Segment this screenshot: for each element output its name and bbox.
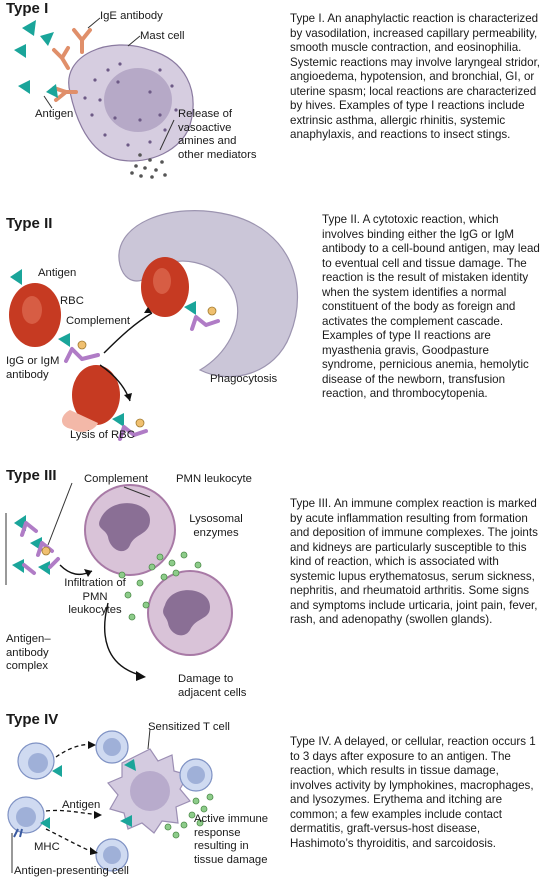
type-2-title: Type II — [6, 215, 53, 232]
type-3-section: Type III — [0, 465, 547, 705]
type-3-title: Type III — [6, 467, 57, 484]
sensitized-t-cell-label: Sensitized T cell — [148, 721, 230, 733]
lysosomal-enzymes-label: Lysosomal enzymes — [189, 513, 243, 539]
mast-cell-label: Mast cell — [140, 30, 185, 42]
complement-label-2: Complement — [66, 315, 131, 327]
type-2-section: Type II — [0, 205, 547, 450]
pmn-leukocyte-label: PMN leukocyte — [176, 473, 252, 485]
mhc-label: MHC — [34, 841, 60, 853]
complement-label-3: Complement — [84, 473, 149, 485]
antigen-icons — [14, 20, 58, 98]
igg-igm-antibody-label: IgG or IgM antibody — [6, 355, 60, 381]
damage-label: Damage to adjacent cells — [178, 673, 247, 699]
lysis-of-rbc-label: Lysis of RBC — [70, 429, 135, 441]
type-1-illustration — [14, 17, 194, 179]
phagocytosis-label: Phagocytosis — [210, 373, 278, 385]
ige-antibody-label: IgE antibody — [100, 10, 163, 22]
antigen-presenting-cell-label: Antigen-presenting cell — [14, 865, 129, 877]
type-3-description: Type III. An immune complex reaction is … — [290, 497, 538, 626]
antigen-label-4: Antigen — [62, 799, 101, 811]
type-2-description: Type II. A cytotoxic reaction, which inv… — [322, 213, 540, 400]
rbc-lysed — [72, 365, 120, 425]
antigen-label-2: Antigen — [38, 267, 77, 279]
type-4-section: Type IV — [0, 705, 547, 881]
antigen-antibody-complex-label: Antigen– antibody complex — [6, 633, 51, 672]
type-3-illustration — [5, 482, 233, 681]
antigen-label-1: Antigen — [35, 108, 74, 120]
type-1-description: Type I. An anaphylactic reaction is char… — [290, 12, 541, 141]
type-2-illustration — [9, 210, 298, 441]
rbc-label: RBC — [60, 295, 84, 307]
active-immune-response-label: Active immune response resulting in tiss… — [194, 813, 269, 866]
release-label: Release of vasoactive amines and other m… — [178, 108, 257, 161]
type-1-section: Type I — [0, 0, 547, 200]
type-1-title: Type I — [6, 0, 49, 17]
type-4-title: Type IV — [6, 711, 59, 728]
type-4-description: Type IV. A delayed, or cellular, reactio… — [290, 735, 536, 850]
mast-cell-nucleus — [104, 68, 172, 132]
infiltration-label: Infiltration of PMN leukocytes — [64, 577, 126, 616]
type-4-illustration — [7, 728, 214, 873]
